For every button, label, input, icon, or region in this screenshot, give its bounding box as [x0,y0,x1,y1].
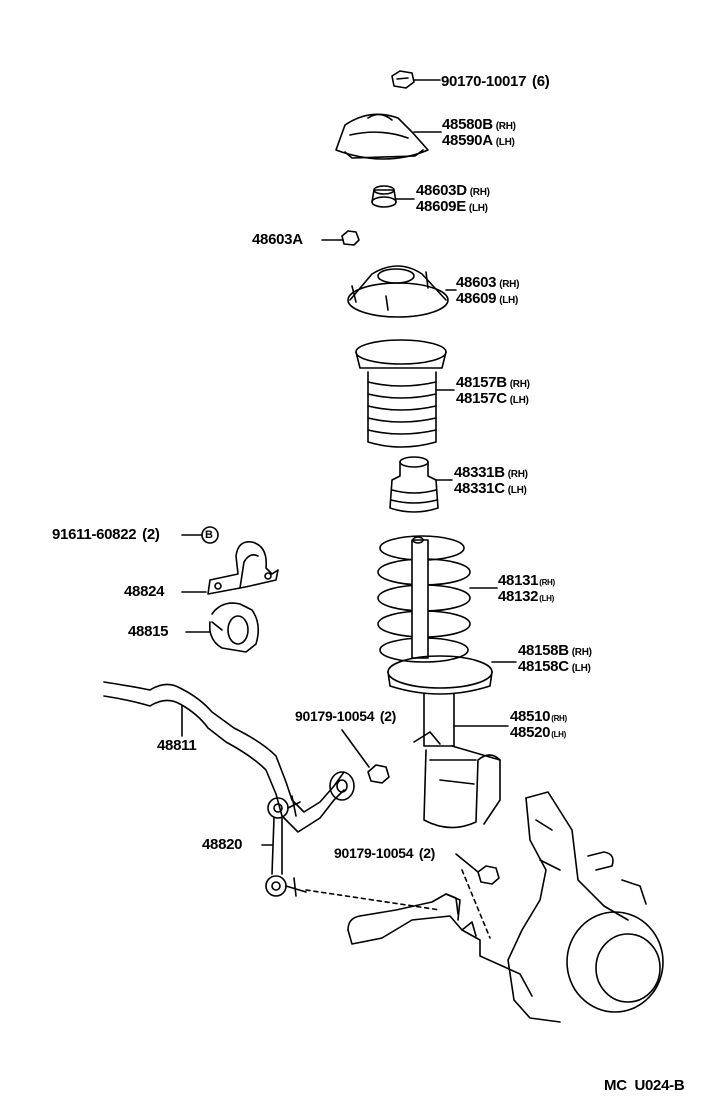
side-lh: (LH) [509,395,529,406]
side-rh: (RH) [571,647,592,658]
part-number: 48131 [498,572,539,589]
label-48609: 48609(LH) [456,291,518,309]
figure-code: MC U024-B [604,1077,685,1094]
strut-mount-part [347,265,449,318]
part-number: 48820 [202,836,243,853]
side-lh: (LH) [539,594,555,603]
part-number: 48609 [456,290,497,307]
label-48331C: 48331C(LH) [454,481,527,499]
side-rh: (RH) [509,379,530,390]
part-qty: (2) [379,708,397,724]
label-48811: 48811 [157,737,197,754]
leader-90179-upper [341,729,370,768]
side-rh: (RH) [551,714,567,723]
label-48603D: 48603D(RH) [416,183,490,201]
label-48157B: 48157B(RH) [456,375,530,393]
stabilizer-link-part [265,795,307,897]
part-number: 48811 [157,737,197,754]
label-48609E: 48609E(LH) [416,199,488,217]
part-number: 48609E [416,198,466,215]
side-lh: (LH) [507,485,527,496]
nut-90179-upper-part [367,764,390,784]
part-qty: (2) [142,526,160,543]
part-number: 48603A [252,231,303,248]
nut-90179-lower-part [477,865,500,885]
top-nut-part [391,70,415,89]
label-48158C: 48158C(LH) [518,659,591,677]
side-lh: (LH) [495,137,515,148]
side-lh: (LH) [468,203,488,214]
side-lh: (LH) [571,663,591,674]
stabilizer-bracket-part [207,540,279,595]
marker-b-letter: B [205,528,213,542]
assembly-line-link-arm [305,889,441,911]
part-number: 90179-10054 [334,845,414,861]
side-lh: (LH) [499,295,519,306]
bump-stopper-part [389,456,439,513]
shock-absorber-part [413,693,501,829]
part-number: 91611-60822 [52,526,137,543]
figure-code-text: MC U024-B [604,1077,685,1094]
label-48132: 48132(LH) [498,589,554,607]
dust-boot-part [355,339,447,448]
part-number: 48603 [456,274,497,291]
part-number: 48132 [498,588,539,605]
part-number: 48824 [124,583,165,600]
part-number: 48331B [454,464,505,481]
nut-48603A-part [341,230,360,246]
stabilizer-bushing-part [208,602,260,653]
part-number: 48331C [454,480,505,497]
leader-90179-lower [455,853,479,873]
assembly-line-nut-arm [461,869,491,939]
side-rh: (RH) [499,279,520,290]
side-rh: (RH) [469,187,490,198]
side-lh: (LH) [551,730,567,739]
label-90179-10054-lower: 90179-10054 (2) [334,845,435,861]
steering-knuckle-part [507,791,664,1023]
label-48580B: 48580B(RH) [442,117,516,135]
part-qty: (6) [532,73,550,90]
part-qty: (2) [418,845,436,861]
label-48820: 48820 [202,836,243,853]
lower-control-arm-part [347,893,533,997]
side-rh: (RH) [539,578,555,587]
side-rh: (RH) [507,469,528,480]
label-48157C: 48157C(LH) [456,391,529,409]
side-rh: (RH) [495,121,516,132]
label-48510: 48510(RH) [510,709,567,727]
part-number: 48158B [518,642,569,659]
label-48590A: 48590A(LH) [442,133,515,151]
spring-seat-part [387,655,493,695]
label-48603: 48603(RH) [456,275,519,293]
part-number: 48520 [510,724,551,741]
label-48131: 48131(RH) [498,573,555,591]
support-cover-part [335,113,429,160]
part-number: 48580B [442,116,493,133]
label-48520: 48520(LH) [510,725,566,743]
part-number: 48158C [518,658,569,675]
label-48331B: 48331B(RH) [454,465,528,483]
marker-letter: B [205,529,213,541]
stabilizer-bar-part [103,681,355,833]
collar-part [371,185,397,208]
label-48824: 48824 [124,583,165,600]
label-48815: 48815 [128,623,169,640]
part-number: 48815 [128,623,169,640]
label-90179-10054-upper: 90179-10054 (2) [295,708,396,724]
part-number: 48603D [416,182,467,199]
label-48603A: 48603A [252,232,303,248]
part-number: 48157B [456,374,507,391]
label-90170-10017: 90170-10017 (6) [441,73,550,90]
part-number: 90179-10054 [295,708,375,724]
coil-spring-part [377,535,471,663]
part-number: 48157C [456,390,507,407]
part-number: 48510 [510,708,551,725]
part-number: 48590A [442,132,493,149]
part-number: 90170-10017 [441,73,527,90]
label-91611-60822: 91611-60822 (2) [52,527,160,543]
label-48158B: 48158B(RH) [518,643,592,661]
